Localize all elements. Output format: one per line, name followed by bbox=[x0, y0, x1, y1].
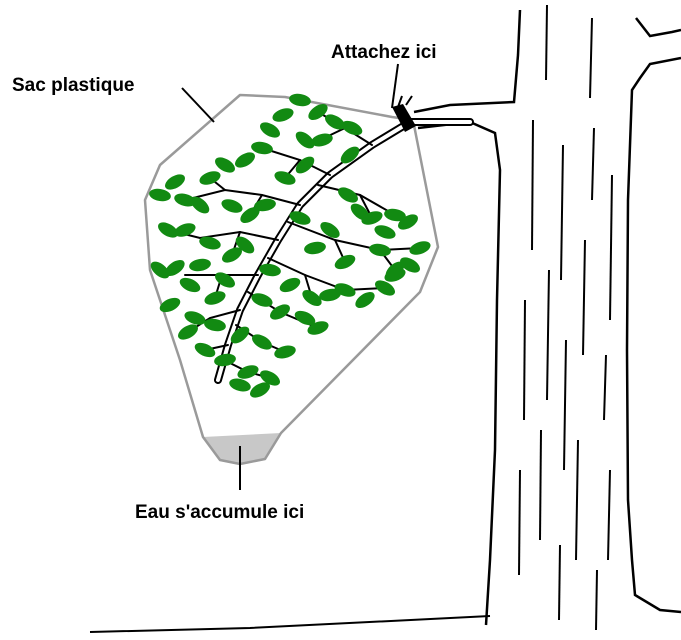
leaf-icon bbox=[353, 289, 378, 311]
leaf-icon bbox=[273, 343, 297, 360]
leaf-icon bbox=[303, 240, 327, 256]
leaf-icon bbox=[177, 275, 202, 295]
leaf-icon bbox=[277, 275, 302, 295]
leaf-icon bbox=[408, 239, 433, 258]
label-water: Eau s'accumule ici bbox=[135, 502, 304, 523]
leaf-icon bbox=[220, 197, 245, 216]
leaf-icon bbox=[368, 242, 392, 258]
leaf-icon bbox=[288, 92, 312, 108]
leaf-icon bbox=[192, 340, 217, 360]
leader-tie bbox=[392, 64, 398, 108]
leaf-icon bbox=[332, 252, 357, 272]
ground-line bbox=[90, 616, 490, 632]
leaf-icon bbox=[257, 119, 282, 140]
leaf-icon bbox=[373, 223, 398, 242]
leaf-icon bbox=[232, 149, 257, 170]
leaf-icon bbox=[250, 140, 274, 156]
collected-water bbox=[203, 433, 281, 464]
leaf-icon bbox=[148, 187, 172, 203]
leaf-icon bbox=[228, 376, 252, 393]
leaf-icon bbox=[271, 106, 296, 125]
leaf-icon bbox=[157, 295, 182, 315]
label-tie: Attachez ici bbox=[331, 42, 437, 63]
bark-texture bbox=[519, 5, 612, 630]
leaf-icon bbox=[236, 363, 261, 382]
leaf-icon bbox=[212, 269, 237, 290]
leader-bag bbox=[182, 88, 214, 122]
leaf-icon bbox=[339, 118, 364, 138]
label-bag: Sac plastique bbox=[12, 75, 135, 96]
leaf-icon bbox=[188, 257, 212, 273]
leaf-icon bbox=[249, 331, 274, 352]
leaf-icon bbox=[183, 309, 208, 328]
leaf-icon bbox=[203, 289, 228, 308]
leaf-icon bbox=[162, 171, 187, 192]
trunk-right-outline bbox=[627, 18, 681, 612]
leaf-icon bbox=[273, 169, 298, 188]
trunk-left-outline bbox=[414, 10, 520, 625]
